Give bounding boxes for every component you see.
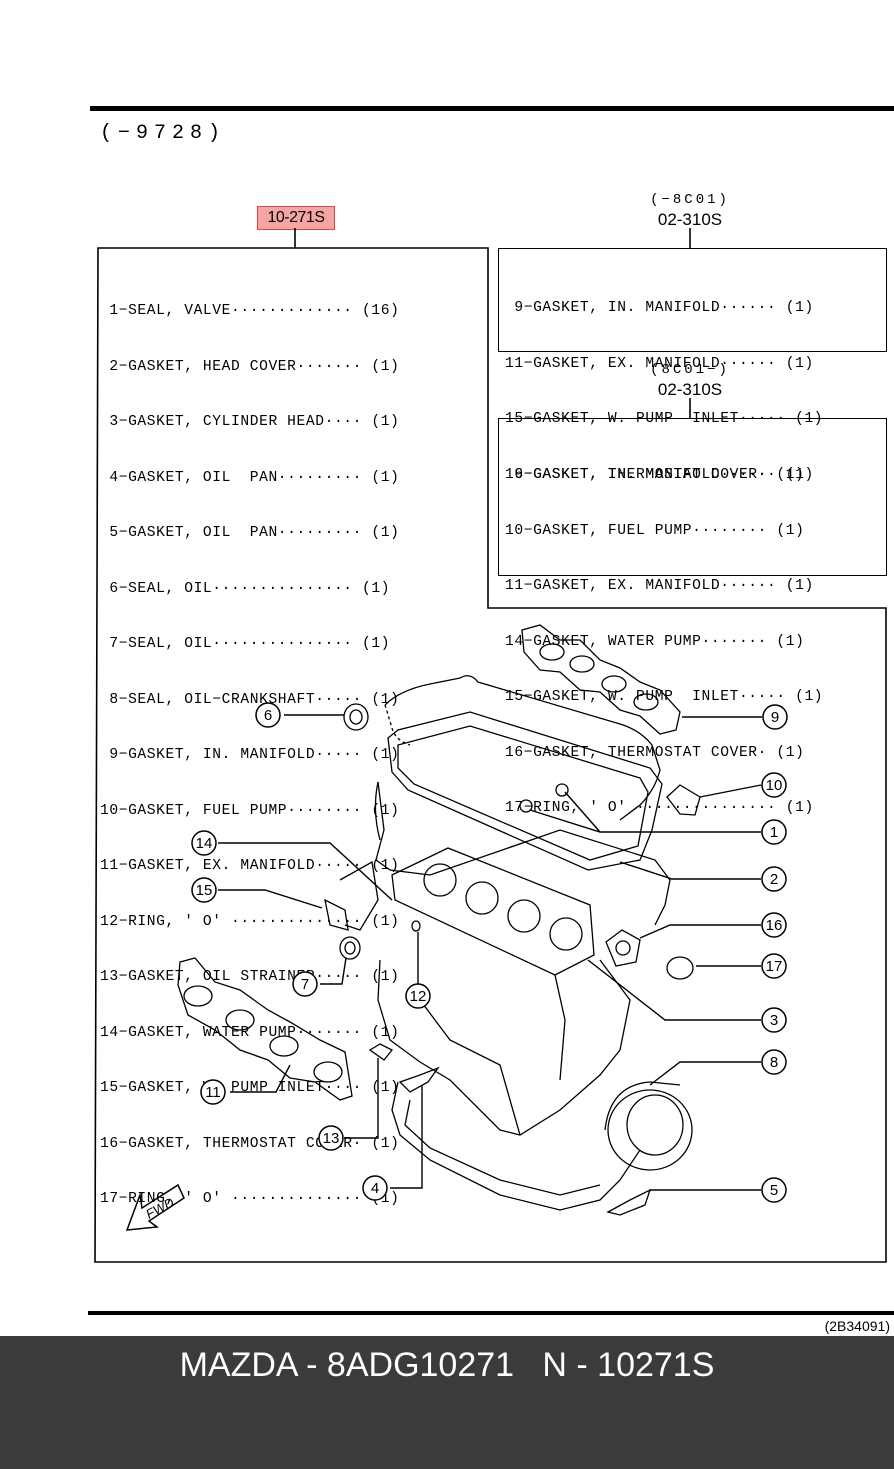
fwd-arrow [125, 1183, 185, 1231]
small-parts [324, 703, 701, 1216]
callout-number: 17 [766, 958, 783, 975]
part-line: 9−GASKET, IN. MANIFOLD····· (1) [100, 747, 400, 763]
main-ref-tag[interactable]: 10-271S [257, 206, 335, 230]
callout-number: 6 [264, 707, 272, 724]
kit-a-list: 9−GASKET, IN. MANIFOLD······ (1) 11−GASK… [505, 262, 823, 521]
kit-b-line: 10−GASKET, FUEL PUMP········ (1) [505, 522, 805, 539]
callout-number: 11 [205, 1084, 221, 1101]
kit-b-list: 9−GASKET, IN. MANIFOLD······ (1) 10−GASK… [505, 429, 823, 855]
callout-number: 15 [196, 882, 213, 899]
part-line: 2−GASKET, HEAD COVER······· (1) [100, 358, 400, 375]
part-line: 14−GASKET, WATER PUMP······· (1) [100, 1024, 400, 1041]
callout-number: 8 [770, 1054, 778, 1071]
kit-a-line: 15−GASKET, W. PUMP INLET····· (1) [505, 411, 824, 427]
kit-b-line: 14−GASKET, WATER PUMP······· (1) [505, 633, 805, 650]
kit-a-range: (−8C01) [650, 192, 730, 208]
kit-a-box: 9−GASKET, IN. MANIFOLD······ (1) 11−GASK… [498, 248, 887, 483]
part-line: 8−SEAL, OIL−CRANKSHAFT····· (1) [100, 691, 400, 708]
kit-b-ref[interactable]: 02-310S [657, 380, 723, 399]
callout-number: 1 [770, 824, 778, 841]
kit-a-ref[interactable]: 02-310S [657, 210, 723, 229]
callout-number: 9 [771, 709, 779, 726]
kit-a-line: 9−GASKET, IN. MANIFOLD······ (1) [505, 300, 814, 316]
callout-number: 16 [766, 917, 783, 934]
bottom-rule [88, 1311, 894, 1315]
callout-circles [191, 702, 788, 1203]
part-line: 17−RING, ' O' ·············· (1) [100, 1191, 400, 1207]
part-line: 3−GASKET, CYLINDER HEAD···· (1) [100, 414, 400, 430]
part-line: 10−GASKET, FUEL PUMP········ (1) [100, 802, 400, 819]
kit-b-box: 9−GASKET, IN. MANIFOLD······ (1) 10−GASK… [498, 418, 887, 816]
part-line: 1−SEAL, VALVE············· (16) [100, 303, 400, 319]
part-line: 6−SEAL, OIL··············· (1) [100, 580, 391, 597]
callout-number: 5 [770, 1182, 778, 1199]
callout-number: 3 [770, 1012, 778, 1029]
kit-b-line: 17−RING, ' O' ··············· (1) [505, 800, 814, 816]
main-parts-list: 1−SEAL, VALVE············· (16) 2−GASKET… [100, 265, 399, 1227]
callout-number: 12 [410, 988, 427, 1005]
part-line: 16−GASKET, THERMOSTAT COVER· (1) [100, 1135, 400, 1152]
callout-number: 4 [371, 1180, 379, 1197]
callout-numbers: 6 9 10 1 2 14 15 16 17 7 12 3 8 11 13 4 … [196, 707, 783, 1199]
kit-b-line: 15−GASKET, W. PUMP INLET····· (1) [505, 689, 824, 705]
footer-text: MAZDA - 8ADG10271 N - 10271S [179, 1346, 715, 1384]
kit-b-range: (8C01−) [650, 362, 730, 378]
engine-block [339, 675, 671, 1211]
range-label: (−9728) [100, 122, 227, 145]
diagram-code: (2B34091) [824, 1318, 890, 1334]
callout-number: 14 [196, 835, 213, 852]
kit-b-line: 11−GASKET, EX. MANIFOLD······ (1) [505, 578, 814, 594]
part-line: 7−SEAL, OIL··············· (1) [100, 636, 391, 652]
top-rule [90, 106, 894, 111]
exhaust-gasket [177, 957, 353, 1101]
callout-number: 13 [323, 1130, 340, 1147]
exploded-diagram: FWD [94, 228, 887, 1263]
part-line: 5−GASKET, OIL PAN········· (1) [100, 525, 400, 541]
fwd-label: FWD [143, 1194, 176, 1221]
callout-number: 7 [301, 976, 309, 993]
part-line: 4−GASKET, OIL PAN········· (1) [100, 469, 400, 486]
callout-leaders [218, 714, 762, 1191]
callout-number: 2 [770, 871, 778, 888]
intake-gasket [521, 624, 681, 735]
kit-b-line: 9−GASKET, IN. MANIFOLD······ (1) [505, 467, 814, 483]
kit-a-line: 11−GASKET, EX. MANIFOLD······ (1) [505, 355, 814, 372]
callout-number: 10 [766, 777, 783, 794]
kit-a-line: 16−GASKET, THERMOSTAT COVER· (1) [505, 466, 805, 483]
footer-bar [0, 1336, 894, 1469]
part-line: 13−GASKET, OIL STRAINER····· (1) [100, 969, 400, 985]
frame-lines [94, 228, 887, 1263]
